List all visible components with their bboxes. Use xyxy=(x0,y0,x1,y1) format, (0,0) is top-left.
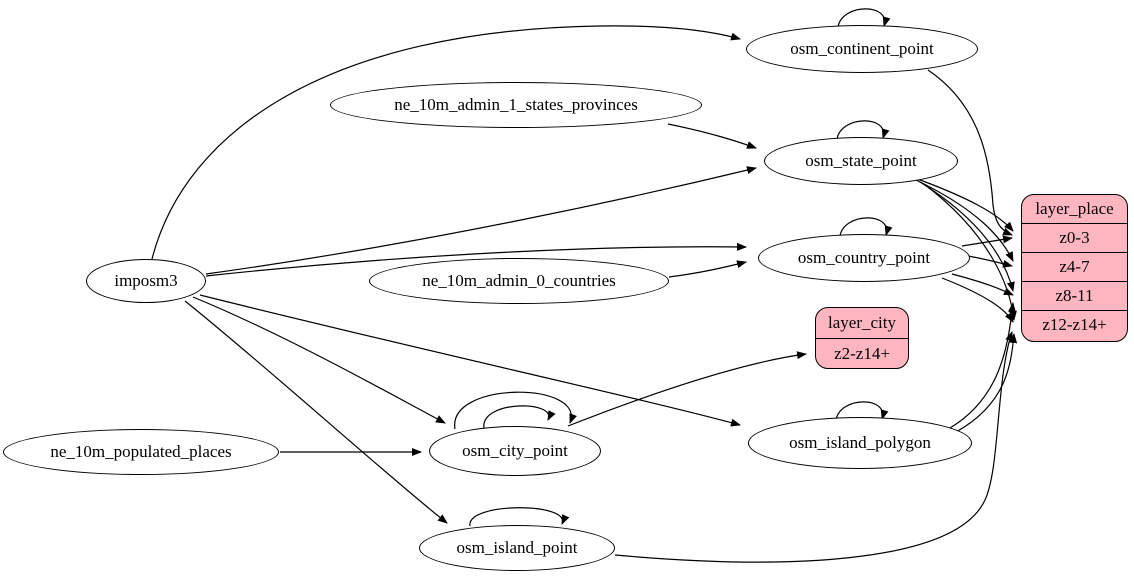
record-layer-place-row-z4-7: z4-7 xyxy=(1022,252,1127,281)
node-osm-island-point-label: osm_island_point xyxy=(456,538,578,557)
edge-imposm3-osm_continent_point xyxy=(151,25,741,260)
self-loop-osm_state_point xyxy=(836,120,890,140)
edge-imposm3-osm_country_point xyxy=(205,242,747,277)
edge-osm_country_point-layer_place-z8-11 xyxy=(951,273,1014,296)
node-ne-10m-admin-1-states-provinces-label: ne_10m_admin_1_states_provinces xyxy=(394,95,638,114)
edge-osm_state_point-layer_place-z8-11 xyxy=(919,181,1015,292)
node-ne-10m-admin-0-countries: ne_10m_admin_0_countries xyxy=(369,258,669,304)
node-ne-10m-admin-1-states-provinces: ne_10m_admin_1_states_provinces xyxy=(330,82,702,128)
record-layer-place-row-z12-z14: z12-z14+ xyxy=(1022,310,1127,339)
node-ne-10m-admin-0-countries-label: ne_10m_admin_0_countries xyxy=(422,271,616,290)
node-osm-island-polygon: osm_island_polygon xyxy=(748,417,972,469)
self-loop-osm_city_point-inner xyxy=(483,405,556,429)
edge-imposm3-osm_island_polygon xyxy=(199,294,741,427)
edge-osm_state_point-layer_place-z0-3 xyxy=(911,176,1014,232)
edge-imposm3-osm_state_point xyxy=(205,166,757,275)
node-osm-state-point: osm_state_point xyxy=(764,137,958,185)
edge-imposm3-osm_city_point xyxy=(192,296,446,424)
record-layer-city: layer_city z2-z14+ xyxy=(815,307,909,369)
self-loop-osm_island_polygon xyxy=(835,401,889,421)
edge-osm_continent_point-layer_place-z0-3 xyxy=(927,69,1013,236)
node-osm-state-point-label: osm_state_point xyxy=(805,151,917,170)
node-osm-island-point: osm_island_point xyxy=(419,525,615,571)
node-osm-continent-point: osm_continent_point xyxy=(746,25,978,73)
record-layer-place-row-z8-11: z8-11 xyxy=(1022,281,1127,310)
node-osm-continent-point-label: osm_continent_point xyxy=(790,39,934,58)
node-imposm3-label: imposm3 xyxy=(114,271,178,290)
node-ne-10m-populated-places: ne_10m_populated_places xyxy=(3,429,279,475)
record-layer-city-title: layer_city xyxy=(828,313,896,332)
node-osm-country-point-label: osm_country_point xyxy=(797,248,931,267)
record-layer-city-row-z2-z14: z2-z14+ xyxy=(816,338,908,368)
edge-osm_island_point-layer_place-z12-z14 xyxy=(614,331,1013,563)
edge-imposm3-osm_island_point xyxy=(184,300,448,524)
record-layer-place-row-z0-3: z0-3 xyxy=(1022,223,1127,252)
edge-osm_country_point-layer_place-z0-3 xyxy=(961,235,1013,247)
edge-osm_island_polygon-layer_place-z12-z14 xyxy=(955,333,1018,433)
node-osm-city-point-label: osm_city_point xyxy=(462,441,568,460)
self-loop-osm_city_point-outer xyxy=(454,391,577,430)
node-imposm3: imposm3 xyxy=(86,259,206,303)
edge-osm_country_point-layer_place-z12-z14 xyxy=(941,277,1014,323)
edge-ne_10m_admin_1_states_provinces-osm_state_point xyxy=(667,123,757,149)
record-layer-place-title: layer_place xyxy=(1035,199,1114,218)
edge-osm_country_point-layer_place-z4-7 xyxy=(967,255,1013,268)
edge-ne_10m_admin_0_countries-osm_country_point xyxy=(668,260,747,278)
node-osm-city-point: osm_city_point xyxy=(429,426,601,476)
node-osm-country-point: osm_country_point xyxy=(758,234,970,282)
self-loop-osm_island_point xyxy=(469,507,570,527)
record-layer-place: layer_place z0-3 z4-7 z8-11 z12-z14+ xyxy=(1021,194,1128,342)
node-osm-island-polygon-label: osm_island_polygon xyxy=(789,433,931,452)
edge-osm_state_point-layer_place-z4-7 xyxy=(915,179,1014,262)
edge-osm_island_polygon-layer_place-z8-11 xyxy=(949,302,1016,429)
self-loop-osm_continent_point xyxy=(837,8,891,28)
edge-osm_city_point-layer_city-z2-z14 xyxy=(567,351,807,427)
node-ne-10m-populated-places-label: ne_10m_populated_places xyxy=(50,442,232,461)
self-loop-osm_country_point xyxy=(839,217,893,237)
